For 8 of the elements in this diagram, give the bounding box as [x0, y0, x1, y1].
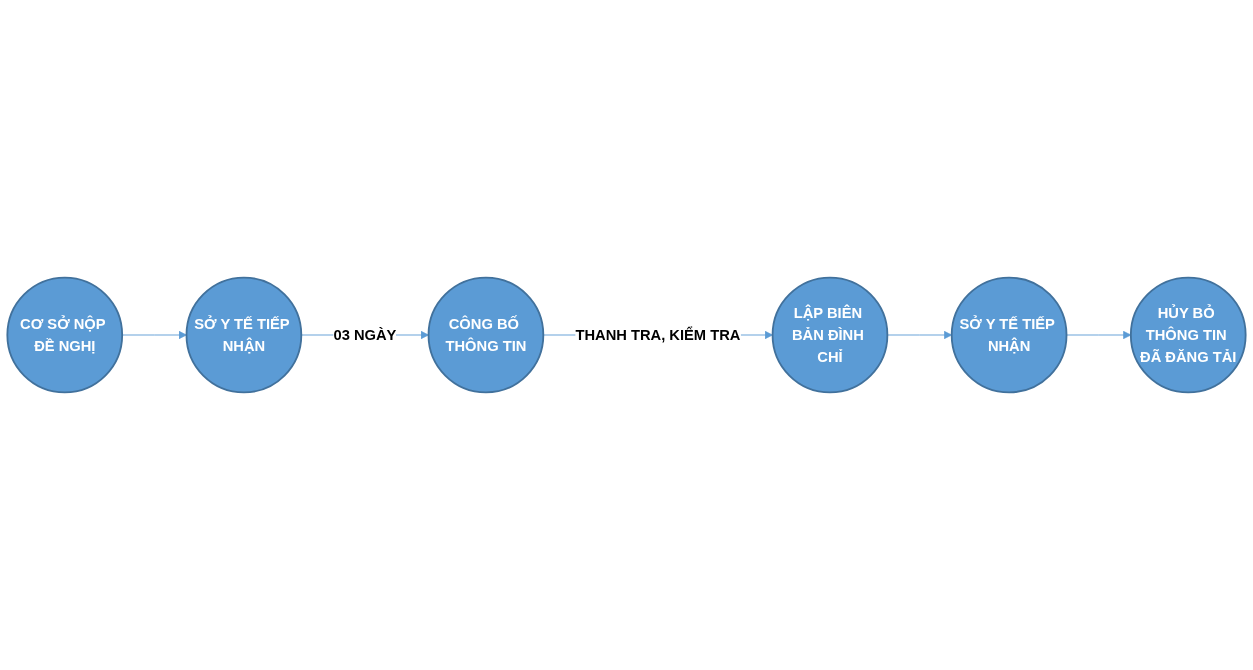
edge-label: THANH TRA, KIỂM TRA	[575, 326, 741, 343]
node-circle: SỞ Y TẾ TIẾP NHẬN	[185, 276, 303, 394]
node-circle: SỞ Y TẾ TIẾP NHẬN	[950, 276, 1068, 394]
node-circle: CƠ SỞ NỘP ĐỀ NGHỊ	[6, 276, 124, 394]
node-circle: LẬP BIÊN BẢN ĐÌNH CHỈ	[771, 276, 889, 394]
node-circle: HỦY BỎ THÔNG TIN ĐÃ ĐĂNG TẢI	[1129, 276, 1247, 394]
edge-label: 03 NGÀY	[333, 326, 397, 343]
node-circle: CÔNG BỐ THÔNG TIN	[427, 276, 545, 394]
